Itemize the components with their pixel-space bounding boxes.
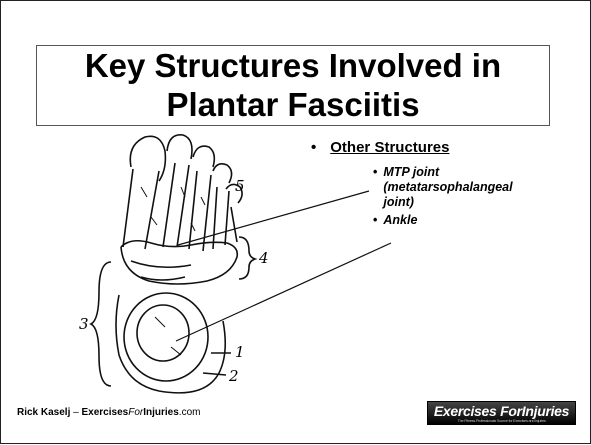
bullet-marker: • [311,139,316,156]
bullet-heading: • Other Structures [311,139,581,156]
mtp-joint-full-name: (metatarsophalangeal [383,180,512,194]
exercises-for-injuries-logo: Exercises ForInjuries The Fitness Profes… [427,401,576,425]
footer-credit: Rick Kaselj – ExercisesForInjuries.com [17,407,200,418]
footer-separator: – [70,407,81,418]
site-part-2: For [128,407,143,418]
author-name: Rick Kaselj [17,407,70,418]
mtp-joint-suffix: joint) [383,195,414,209]
bullet-heading-text: Other Structures [330,139,449,156]
ankle-text: Ankle [383,213,417,228]
mtp-joint-text: MTP joint [383,165,439,179]
sub-bullet-mtp-joint: • MTP joint (metatarsophalangeal joint) [373,165,581,210]
site-part-3: Injuries [143,407,179,418]
sub-bullet-marker: • [373,213,377,228]
sub-bullet-ankle: • Ankle [373,213,581,228]
bullet-list: • Other Structures • MTP joint (metatars… [311,139,581,228]
site-part-1: Exercises [82,407,129,418]
site-part-4: .com [179,407,201,418]
logo-tagline: The Fitness Professionals Source for Exe… [428,418,575,423]
ankle-pointer-line [176,243,391,341]
sub-bullet-marker: • [373,165,377,210]
logo-text: Exercises ForInjuries [434,403,569,419]
